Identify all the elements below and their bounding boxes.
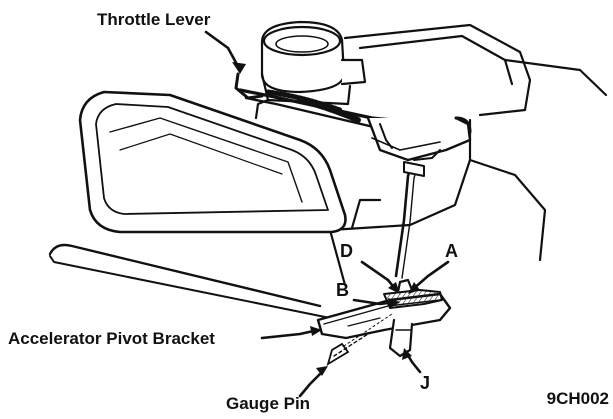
- callout-b: B: [336, 280, 349, 300]
- accelerator-pivot-bracket-label: Accelerator Pivot Bracket: [8, 329, 215, 348]
- leader-a: [410, 260, 450, 292]
- leader-d: [360, 260, 398, 292]
- figure-code: 9CH002: [546, 389, 609, 408]
- callout-d: D: [340, 241, 353, 261]
- valve-cover: [78, 90, 347, 234]
- callout-j: J: [420, 373, 431, 393]
- carburetor: [254, 20, 367, 120]
- leader-pivot-bracket: [260, 328, 320, 340]
- gauge-pin-label: Gauge Pin: [226, 394, 311, 413]
- leader-gauge-pin: [298, 368, 326, 398]
- pivot-bracket: [316, 278, 452, 358]
- linkage-rod: [394, 161, 425, 279]
- gauge-pin: [326, 313, 393, 366]
- throttle-linkage: [234, 72, 472, 162]
- callout-a: A: [445, 241, 458, 261]
- side-rail: [48, 243, 361, 319]
- arrow-heads: [232, 62, 420, 376]
- engine-outline: [328, 23, 608, 287]
- throttle-lever-label: Throttle Lever: [97, 10, 211, 29]
